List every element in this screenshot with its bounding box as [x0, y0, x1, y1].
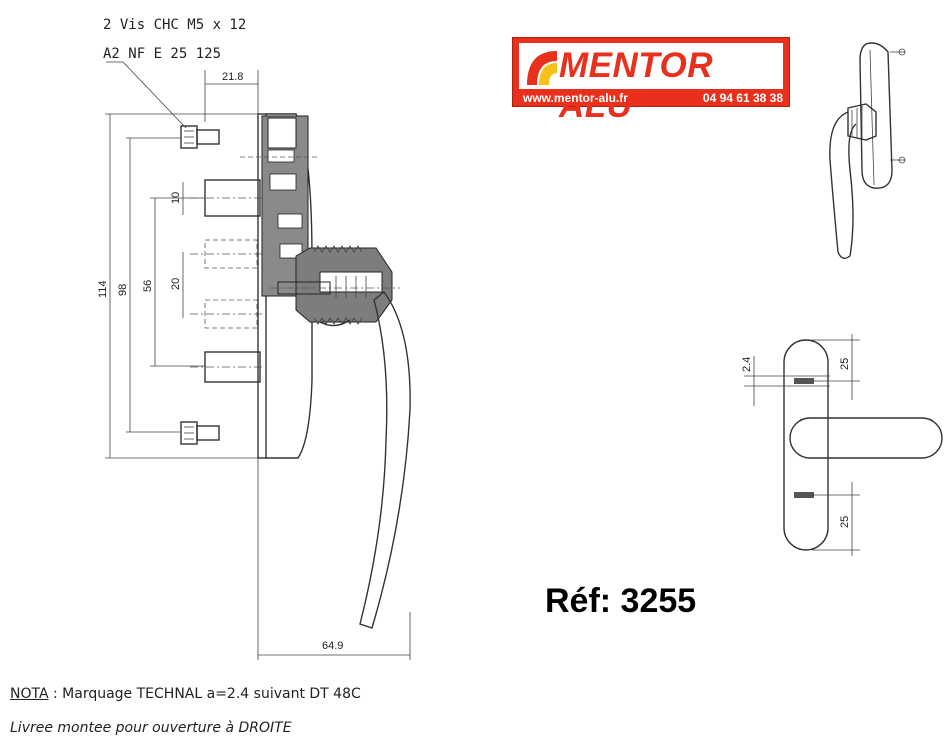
- screw-top: [180, 125, 220, 149]
- logo-brand-text: MENTOR ALU: [559, 46, 714, 125]
- dim-25-bottom: 25: [839, 516, 851, 528]
- dim-20: 20: [170, 278, 182, 290]
- dim-114: 114: [97, 280, 109, 298]
- dim-2-4: 2.4: [741, 357, 753, 372]
- logo-contact-line: www.mentor-alu.fr 04 94 61 38 38: [523, 91, 783, 105]
- mentor-alu-logo: MENTOR ALU www.mentor-alu.fr 04 94 61 38…: [512, 37, 790, 125]
- handle-front-view: 2.4 25 25: [741, 334, 943, 556]
- dim-64-9: 64.9: [322, 640, 343, 652]
- callout-leader: [122, 61, 187, 129]
- nota-label: NOTA: [10, 686, 49, 702]
- dim-98: 98: [117, 284, 129, 296]
- logo-phone: 04 94 61 38 38: [702, 91, 783, 105]
- screw-bottom: [180, 421, 220, 445]
- product-reference: Réf: 3255: [545, 582, 697, 620]
- dim-25-top: 25: [839, 358, 851, 370]
- logo-panel: MENTOR ALU: [519, 43, 783, 125]
- handle-knuckle-section: [270, 245, 400, 325]
- base-plate-section: [240, 113, 320, 459]
- delivery-note: Livree montee pour ouverture à DROITE: [10, 720, 292, 736]
- screw-callout-line2: A2 NF E 25 125: [103, 46, 221, 62]
- screw-callout-line1: 2 Vis CHC M5 x 12: [103, 17, 246, 33]
- nota-text: : Marquage TECHNAL a=2.4 suivant DT 48C: [53, 686, 361, 702]
- technal-marking-top: [794, 378, 814, 384]
- handle-perspective-view: [829, 42, 906, 259]
- lever-arm: [359, 290, 411, 629]
- nota-line: NOTA : Marquage TECHNAL a=2.4 suivant DT…: [10, 686, 361, 702]
- dim-56: 56: [142, 280, 154, 292]
- dim-21-8: 21.8: [222, 71, 243, 83]
- logo-swoosh-icon: [527, 51, 557, 85]
- dim-10: 10: [170, 192, 182, 204]
- logo-website[interactable]: www.mentor-alu.fr: [523, 91, 628, 105]
- technal-marking-bottom: [794, 492, 814, 498]
